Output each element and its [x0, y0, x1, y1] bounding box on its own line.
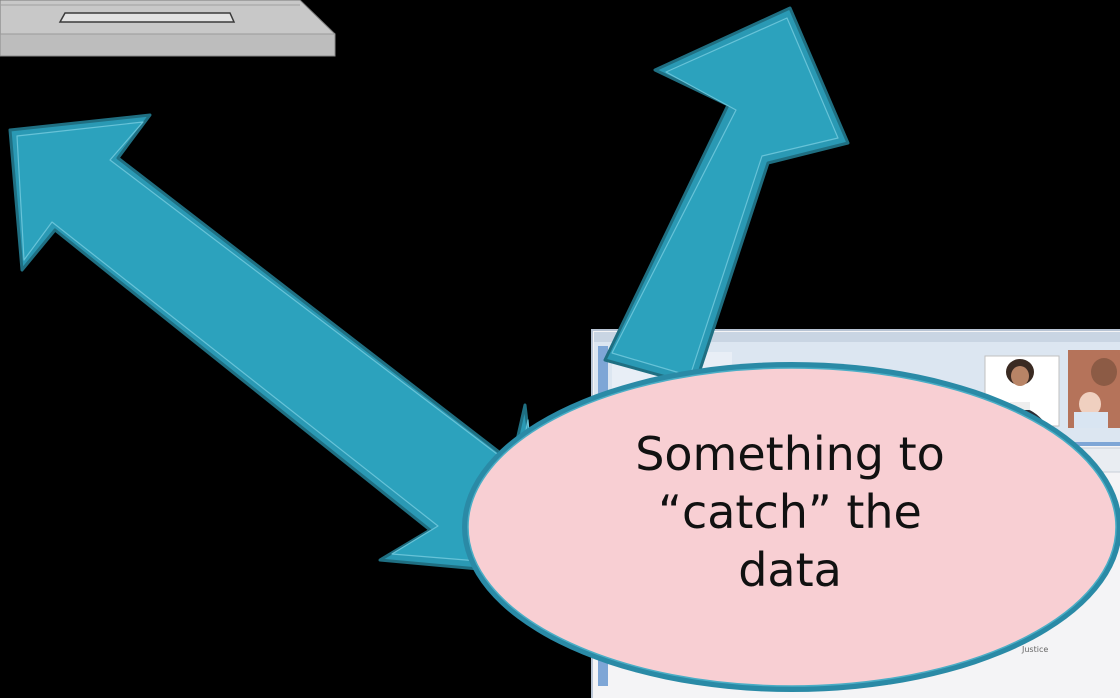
callout-line-1: Something to — [635, 427, 945, 481]
thumbnail-footer-text: Justice — [1021, 645, 1048, 654]
callout-line-3: data — [738, 543, 842, 597]
computer-device-icon — [0, 0, 336, 57]
photo-family-icon — [1068, 350, 1120, 428]
arrow-up-right — [603, 6, 850, 387]
callout-text: Something to “catch” the data — [560, 425, 1020, 599]
callout-line-2: “catch” the — [658, 485, 922, 539]
callout-bubble — [462, 362, 1120, 692]
